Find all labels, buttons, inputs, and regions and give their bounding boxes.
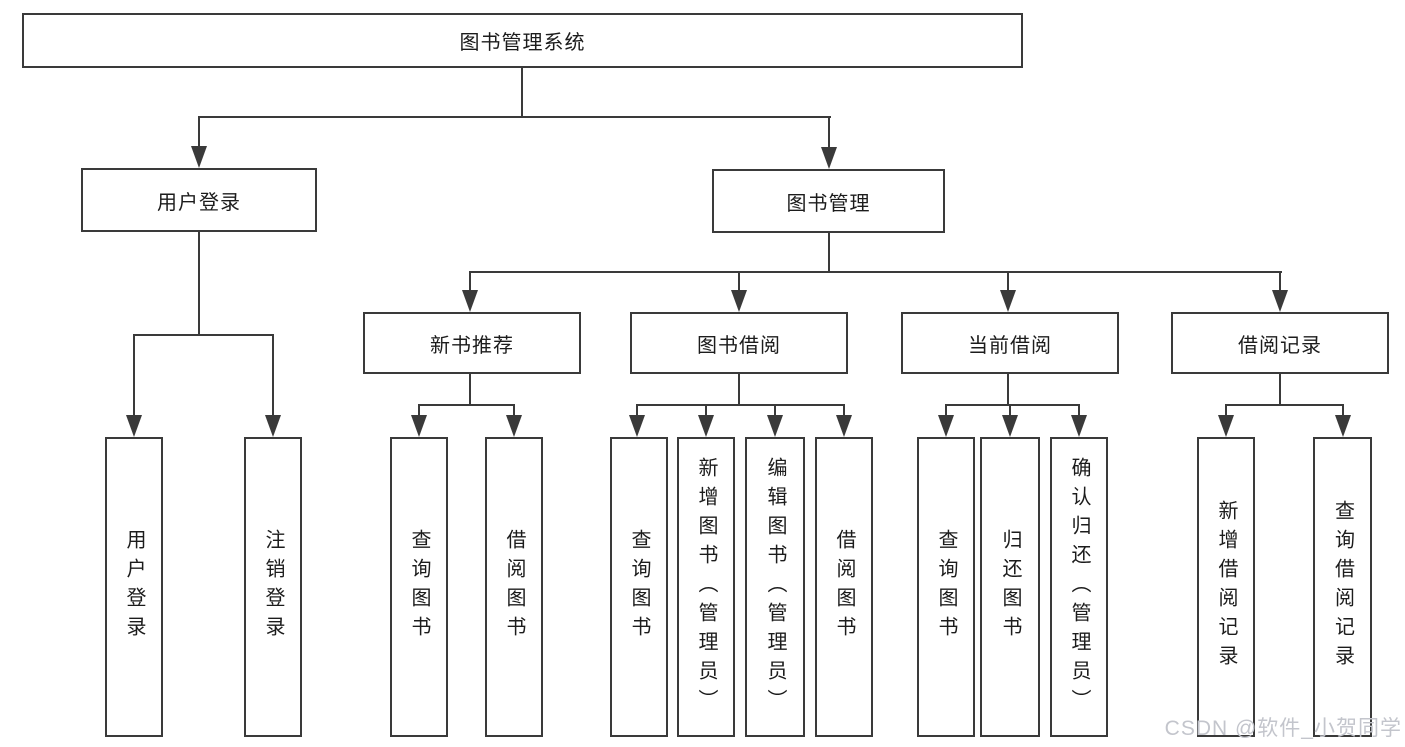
connector-line	[469, 271, 471, 292]
node-label: 确认归还（管理员）	[1068, 456, 1090, 718]
node-label: 用户登录	[157, 191, 241, 214]
arrowhead-down	[698, 415, 714, 437]
leaf-query-borrow-record: 查询借阅记录	[1313, 437, 1372, 737]
node-label: 当前借阅	[968, 334, 1052, 357]
connector-line	[945, 404, 947, 417]
connector-line	[828, 233, 830, 273]
node-current-borrow: 当前借阅	[901, 312, 1119, 374]
leaf-logout: 注销登录	[244, 437, 302, 737]
leaf-query-books-borrow: 查询图书	[610, 437, 668, 737]
csdn-watermark: CSDN @软件_小贺同学	[1164, 717, 1402, 740]
connector-line	[1225, 404, 1227, 417]
node-label: 注销登录	[262, 529, 284, 645]
connector-line	[738, 271, 740, 292]
arrowhead-down	[506, 415, 522, 437]
leaf-query-books-recommend: 查询图书	[390, 437, 448, 737]
leaf-add-borrow-record: 新增借阅记录	[1197, 437, 1255, 737]
node-label: 新增借阅记录	[1215, 500, 1237, 674]
node-borrow-records: 借阅记录	[1171, 312, 1389, 374]
connector-line	[774, 404, 776, 417]
leaf-borrow-books-recommend: 借阅图书	[485, 437, 543, 737]
arrowhead-down	[767, 415, 783, 437]
arrowhead-down	[1002, 415, 1018, 437]
leaf-confirm-return-admin: 确认归还（管理员）	[1050, 437, 1108, 737]
arrowhead-down	[821, 147, 837, 169]
node-label: 图书管理系统	[459, 32, 586, 54]
arrowhead-down	[836, 415, 852, 437]
node-label: 借阅记录	[1238, 334, 1322, 357]
connector-line	[1007, 374, 1009, 406]
connector-line	[469, 374, 471, 406]
connector-line	[843, 404, 845, 417]
node-user-login: 用户登录	[81, 168, 317, 232]
connector-line	[1078, 404, 1080, 417]
connector-line	[1225, 404, 1344, 406]
leaf-edit-books-admin: 编辑图书（管理员）	[745, 437, 805, 737]
leaf-borrow-books: 借阅图书	[815, 437, 873, 737]
connector-line	[1009, 404, 1011, 417]
connector-line	[133, 334, 274, 336]
connector-line	[636, 404, 638, 417]
connector-line	[945, 404, 1080, 406]
connector-line	[828, 116, 830, 148]
arrowhead-down	[1335, 415, 1351, 437]
connector-line	[1279, 271, 1281, 292]
node-label: 查询图书	[628, 529, 650, 645]
node-label: 查询借阅记录	[1331, 500, 1354, 674]
connector-line	[198, 116, 831, 118]
node-label: 归还图书	[999, 529, 1021, 645]
connector-line	[1279, 374, 1281, 406]
connector-line	[705, 404, 707, 417]
node-label: 查询图书	[408, 529, 430, 645]
arrowhead-down	[1272, 290, 1288, 312]
connector-line	[636, 404, 845, 406]
leaf-user-login: 用户登录	[105, 437, 163, 737]
connector-line	[1007, 271, 1009, 292]
node-label: 用户登录	[123, 529, 145, 645]
node-library-management-system: 图书管理系统	[22, 13, 1023, 68]
node-label: 查询图书	[935, 529, 957, 645]
arrowhead-down	[126, 415, 142, 437]
node-label: 借阅图书	[833, 529, 855, 645]
arrowhead-down	[629, 415, 645, 437]
leaf-query-books-current: 查询图书	[917, 437, 975, 737]
arrowhead-down	[731, 290, 747, 312]
arrowhead-down	[1000, 290, 1016, 312]
connector-line	[198, 232, 200, 336]
node-book-borrow: 图书借阅	[630, 312, 848, 374]
connector-line	[198, 116, 200, 147]
node-new-book-recommend: 新书推荐	[363, 312, 581, 374]
connector-line	[469, 271, 1282, 273]
node-label: 新书推荐	[430, 334, 514, 357]
node-label: 借阅图书	[503, 529, 525, 645]
node-label: 图书管理	[786, 192, 871, 215]
connector-line	[418, 404, 420, 417]
arrowhead-down	[191, 146, 207, 168]
connector-line	[513, 404, 515, 417]
connector-line	[521, 68, 523, 117]
connector-line	[133, 334, 135, 416]
connector-line	[272, 334, 274, 416]
node-label: 编辑图书（管理员）	[764, 456, 786, 718]
node-label: 新增图书（管理员）	[695, 456, 717, 718]
arrowhead-down	[411, 415, 427, 437]
connector-line	[418, 404, 515, 406]
connector-line	[738, 374, 740, 406]
node-book-management: 图书管理	[712, 169, 945, 233]
arrowhead-down	[938, 415, 954, 437]
node-label: 图书借阅	[697, 334, 781, 357]
connector-line	[1342, 404, 1344, 417]
leaf-add-books-admin: 新增图书（管理员）	[677, 437, 735, 737]
leaf-return-books: 归还图书	[980, 437, 1040, 737]
arrowhead-down	[1071, 415, 1087, 437]
arrowhead-down	[265, 415, 281, 437]
arrowhead-down	[1218, 415, 1234, 437]
arrowhead-down	[462, 290, 478, 312]
